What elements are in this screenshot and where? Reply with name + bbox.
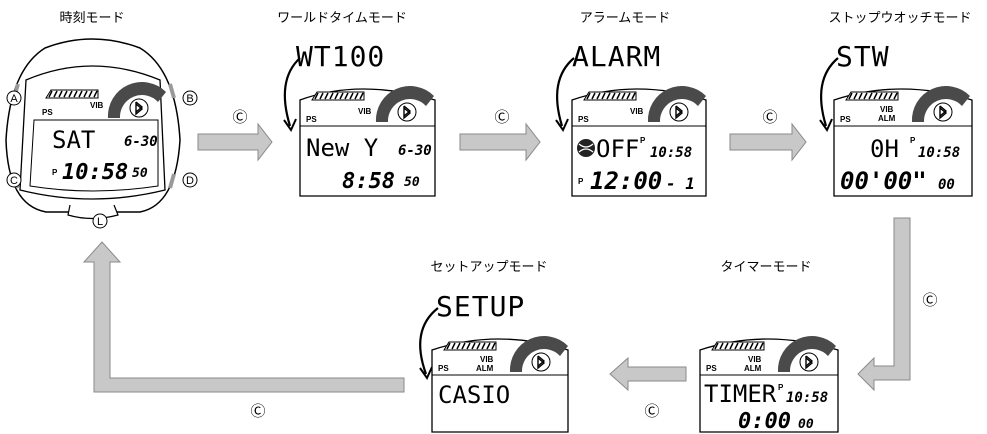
timekeeping-mode-title: 時刻モード	[59, 11, 124, 26]
stopwatch-mode-title: ストップウオッチモード	[828, 11, 971, 26]
transition-arrows	[82, 122, 911, 393]
hundredths-display: 00	[938, 177, 955, 193]
current-time: 10:58	[62, 160, 128, 185]
pm-indicator: P	[578, 177, 584, 186]
button-c: C	[10, 175, 18, 187]
button-d: D	[186, 175, 194, 187]
alarm-label: ALARM	[572, 40, 661, 73]
setup-label: SETUP	[436, 290, 525, 323]
vib-indicator: VIB	[90, 101, 104, 110]
world-time: 8:58	[342, 169, 395, 194]
world-icon	[577, 139, 595, 157]
c-button-label: Ⓒ	[250, 403, 265, 420]
c-button-label: Ⓒ	[922, 292, 937, 309]
world-time-label: WT100	[296, 40, 385, 73]
ps-indicator: PS	[306, 115, 317, 124]
world-time-mode-title: ワールドタイムモード	[277, 11, 407, 26]
arrow-icon	[609, 356, 687, 392]
arrow-icon	[459, 122, 541, 162]
alm-indicator: ALM	[476, 364, 494, 373]
current-time-small: 10:58	[650, 145, 692, 161]
arrow-icon	[556, 57, 575, 127]
current-time-small: 10:58	[918, 145, 960, 161]
pm-indicator: P	[778, 383, 784, 392]
alm-indicator: ALM	[744, 364, 762, 373]
stopwatch-label: STW	[836, 40, 890, 73]
pm-indicator: P	[910, 136, 916, 145]
c-button-label: Ⓒ	[232, 109, 247, 126]
elapsed-time: 00'00"	[840, 167, 927, 195]
vib-indicator: VIB	[748, 355, 762, 364]
alarm-time: 12:00	[590, 167, 662, 195]
timer-mode-title: タイマーモード	[720, 260, 811, 275]
hundredths-display: 00	[798, 417, 814, 432]
seconds-display: 50	[132, 166, 148, 181]
stopwatch-hours: 0H	[870, 135, 899, 163]
pm-indicator: P	[52, 168, 58, 177]
alarm-mode-title: アラームモード	[580, 11, 671, 26]
timekeeping-watch: PS VIB SAT 6-30 P 10:58 50 A B C D L	[5, 38, 198, 229]
vib-indicator: VIB	[480, 355, 494, 364]
button-a: A	[10, 93, 18, 105]
button-b: B	[186, 93, 193, 105]
button-l: L	[97, 216, 103, 228]
seconds-display: 50	[404, 175, 420, 190]
world-time-display: WT100 PS VIB New Y 6-30 8:58 50	[283, 40, 436, 197]
alarm-status: OFF	[596, 135, 639, 163]
arrow-icon	[283, 57, 301, 127]
vib-indicator: VIB	[630, 107, 644, 116]
setup-mode-title: セットアップモード	[430, 260, 547, 275]
arrow-icon	[857, 217, 911, 392]
c-button-label: Ⓒ	[494, 109, 509, 126]
alm-indicator: ALM	[878, 114, 896, 123]
alarm-number: - 1	[666, 174, 695, 193]
vib-indicator: VIB	[880, 105, 894, 114]
c-button-label: Ⓒ	[644, 403, 659, 420]
vib-indicator: VIB	[358, 107, 372, 116]
ps-indicator: PS	[706, 364, 717, 373]
alarm-display: ALARM PS VIB OFF P 10:58 P 12:00 - 1	[555, 40, 707, 197]
day-of-week: SAT	[52, 126, 95, 154]
stopwatch-display: STW PS VIB ALM 0H P 10:58 00'00" 00	[819, 40, 973, 197]
ps-indicator: PS	[42, 108, 53, 117]
city-name: New Y	[306, 134, 379, 162]
arrow-icon	[82, 241, 405, 393]
date-display: 6-30	[398, 143, 432, 159]
current-time-small: 10:58	[786, 390, 828, 406]
arrow-icon	[729, 122, 807, 162]
brand-name: CASIO	[438, 381, 510, 409]
ps-indicator: PS	[578, 115, 589, 124]
arrow-icon	[197, 122, 273, 162]
arrow-icon	[419, 307, 439, 375]
setup-display: SETUP PS VIB ALM CASIO	[419, 290, 569, 433]
timer-display: PS VIB ALM TIMER P 10:58 0:00 00	[699, 335, 839, 434]
ps-indicator: PS	[438, 364, 449, 373]
c-button-label: Ⓒ	[762, 109, 777, 126]
arrow-icon	[820, 57, 839, 127]
timer-name: TIMER	[704, 380, 777, 408]
pm-indicator: P	[640, 136, 646, 145]
timer-countdown: 0:00	[738, 409, 791, 434]
date-display: 6-30	[124, 134, 158, 150]
ps-indicator: PS	[840, 115, 851, 124]
